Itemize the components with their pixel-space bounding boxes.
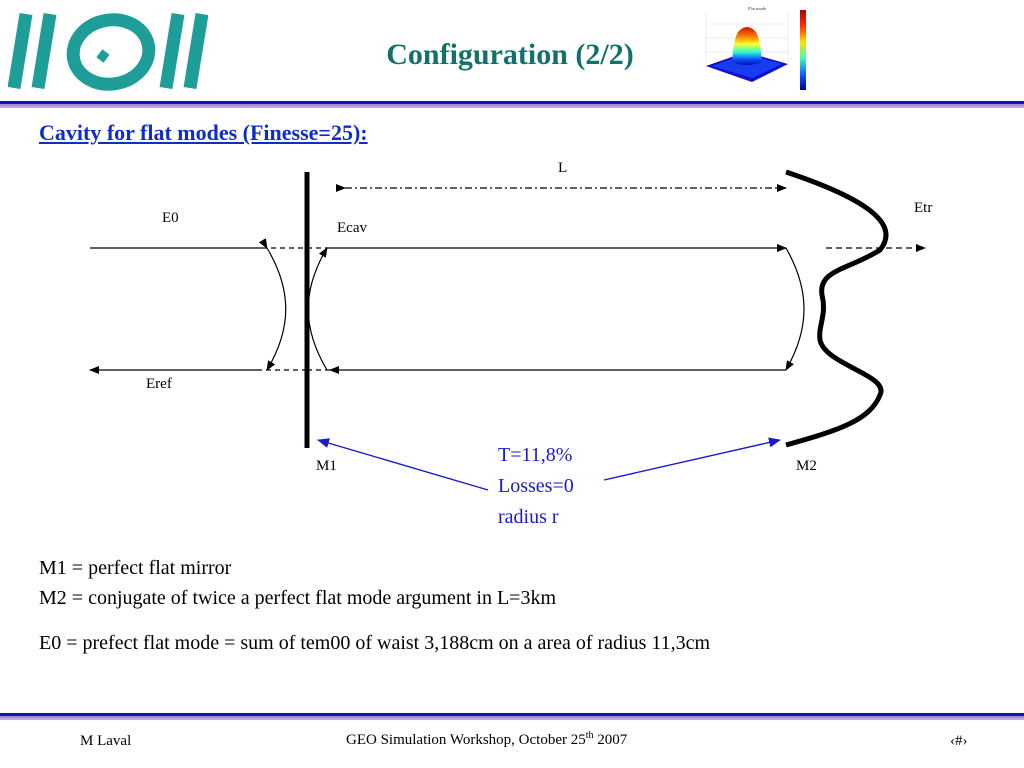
length-label: L <box>558 160 567 176</box>
footer-event-prefix: GEO Simulation Workshop, October 25 <box>346 732 586 748</box>
header-divider <box>0 101 1024 108</box>
footer-author: M Laval <box>80 733 132 749</box>
page-number: ‹#› <box>950 733 968 749</box>
section-subtitle: Cavity for flat modes (Finesse=25): <box>39 120 368 145</box>
footer-divider <box>0 713 1024 720</box>
cavity-field-label: Ecav <box>337 220 367 236</box>
reflected-field-label: Eref <box>146 376 172 392</box>
mirror-transmission: T=11,8% <box>498 444 572 466</box>
cavity-diagram: L E0 Ecav Etr Eref M1 M2 T=11,8% Losses=… <box>89 160 932 528</box>
input-field-label: E0 <box>162 210 179 226</box>
footer-event: GEO Simulation Workshop, October 25th 20… <box>346 730 627 749</box>
footer-event-suffix: 2007 <box>593 732 628 748</box>
thumbnail-caption: Flat mode <box>748 6 766 11</box>
footer-event-sup: th <box>585 730 594 741</box>
mirror1-label: M1 <box>316 458 337 474</box>
page-title: Configuration (2/2) <box>386 38 634 71</box>
mirror-radius: radius r <box>498 506 559 528</box>
mirror-m2 <box>785 169 889 448</box>
ego-logo <box>8 12 208 91</box>
m1-inner-reflection-arrow <box>307 247 328 371</box>
m2-description: M2 = conjugate of twice a perfect flat m… <box>39 587 557 609</box>
m1-description: M1 = perfect flat mirror <box>39 557 232 579</box>
e0-description: E0 = prefect flat mode = sum of tem00 of… <box>39 632 711 654</box>
callout-arrow-m2 <box>603 437 781 481</box>
mirror2-label: M2 <box>796 458 817 474</box>
callout-arrow-m1 <box>317 438 489 491</box>
m2-reflection-arrow <box>785 247 805 371</box>
transmitted-field-label: Etr <box>914 200 932 216</box>
m1-outer-reflection-arrow <box>258 238 287 371</box>
flat-mode-surface-plot: Flat mode <box>705 6 806 90</box>
mirror-losses: Losses=0 <box>498 475 574 497</box>
